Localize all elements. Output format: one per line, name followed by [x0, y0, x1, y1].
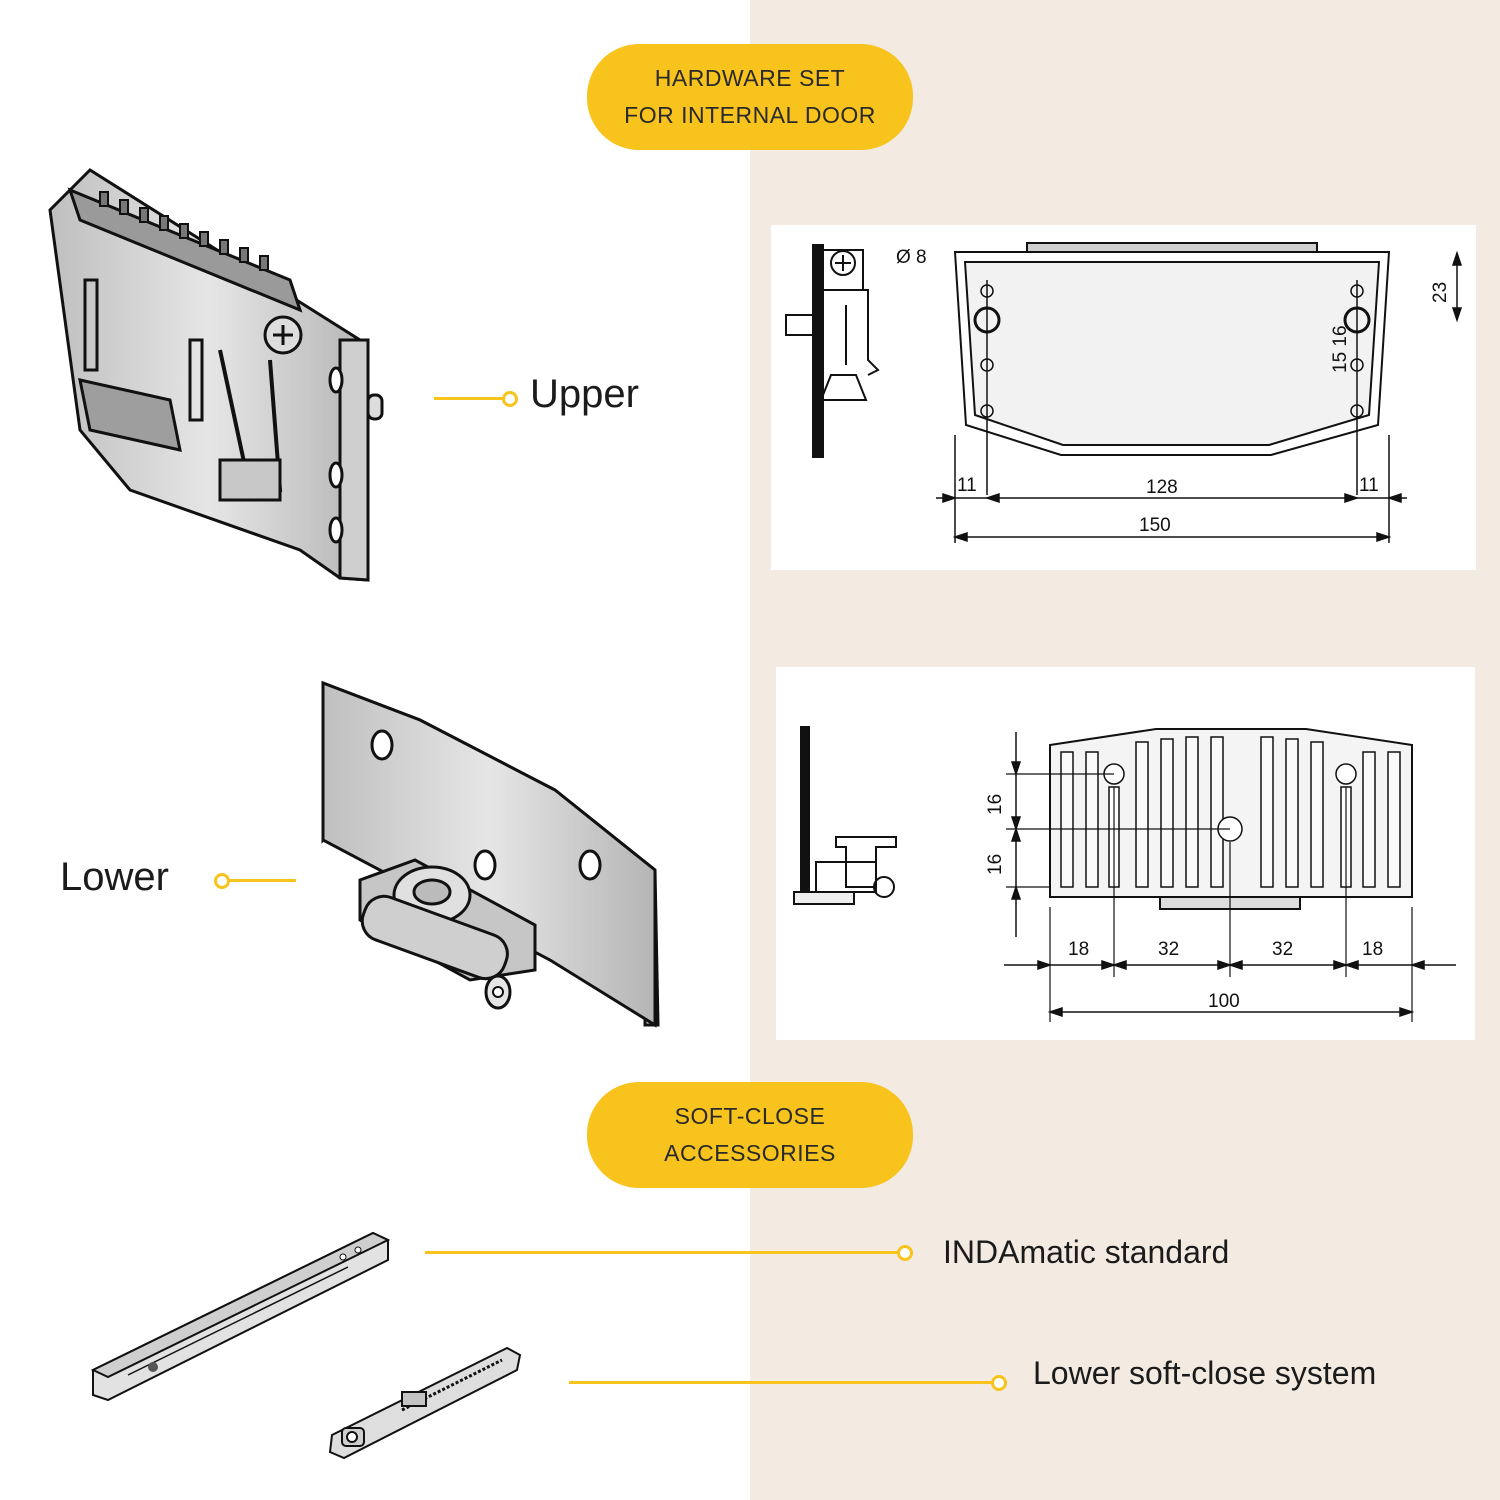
lower-total-width-label: 100 — [1208, 991, 1240, 1012]
accessories-line-1: SOFT-CLOSE — [674, 1103, 826, 1129]
indamatic-illustration — [90, 1231, 391, 1402]
lower-hardware-illustration — [321, 680, 660, 1028]
soft-close-leader-line — [569, 1381, 993, 1384]
upper-label: Upper — [530, 372, 639, 416]
seg-3-label: 32 — [1272, 939, 1293, 960]
upper-hardware-illustration — [48, 168, 384, 582]
lower-side-view — [793, 726, 897, 905]
upper-leader-dot — [502, 391, 518, 407]
edge-left-label: 11 — [957, 475, 977, 496]
height-dimension — [1451, 250, 1463, 323]
indamatic-label: INDAmatic standard — [943, 1234, 1230, 1270]
lower-technical-drawing: 16 16 18 32 32 18 100 — [793, 726, 1456, 1022]
lower-plate-slots — [1060, 736, 1401, 888]
hole-spacing-label: 128 — [1146, 477, 1178, 498]
v-upper-label: 16 — [985, 794, 1006, 815]
accessories-line-2: ACCESSORIES — [664, 1140, 836, 1166]
upper-technical-drawing: Ø 8 15 16 23 11 128 11 150 — [785, 242, 1463, 543]
lower-label: Lower — [60, 855, 169, 899]
edge-right-label: 11 — [1359, 475, 1379, 496]
seg-1-label: 18 — [1068, 939, 1089, 960]
soft-close-badge: SOFT-CLOSE ACCESSORIES — [587, 1082, 913, 1188]
hardware-set-badge: HARDWARE SET FOR INTERNAL DOOR — [587, 44, 913, 150]
upper-mounting-holes — [954, 280, 1390, 543]
upper-front-plate — [953, 242, 1391, 456]
lower-leader-line — [228, 879, 296, 882]
badge-line-1: HARDWARE SET — [654, 65, 846, 91]
lower-soft-close-label: Lower soft-close system — [1033, 1355, 1377, 1391]
soft-close-leader-dot — [991, 1375, 1007, 1391]
upper-total-width-label: 150 — [1139, 515, 1171, 536]
upper-leader-line — [434, 397, 504, 400]
lower-vertical-dimension — [1010, 732, 1022, 937]
lower-soft-close-illustration — [328, 1346, 522, 1460]
lower-width-dimensions — [1004, 959, 1456, 1018]
hole-offset-label: 15 16 — [1330, 325, 1351, 373]
seg-2-label: 32 — [1158, 939, 1179, 960]
indamatic-leader-line — [425, 1251, 899, 1254]
diameter-label: Ø 8 — [896, 247, 927, 268]
v-lower-label: 16 — [985, 854, 1006, 875]
seg-4-label: 18 — [1362, 939, 1383, 960]
upper-side-view — [785, 244, 880, 458]
badge-line-2: FOR INTERNAL DOOR — [624, 102, 876, 128]
width-dimensions — [936, 492, 1407, 543]
height-label: 23 — [1430, 282, 1451, 303]
indamatic-leader-dot — [897, 1245, 913, 1261]
